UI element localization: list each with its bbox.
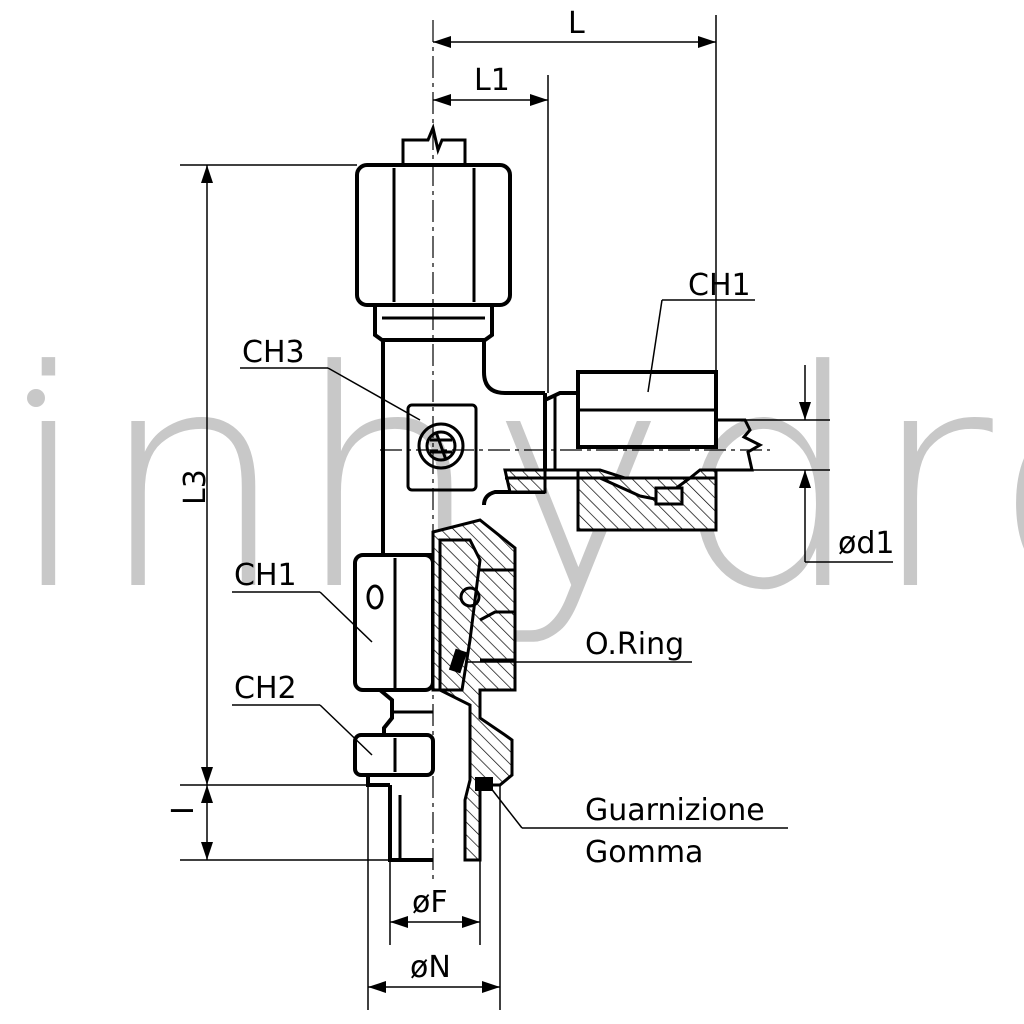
label-CH1-top: CH1	[688, 268, 751, 303]
watermark-dot	[27, 389, 45, 407]
label-N: øN	[410, 950, 451, 985]
top-neck	[373, 305, 494, 342]
label-L: L	[568, 6, 585, 41]
dim-N: øN	[367, 785, 501, 1010]
leader-CH3: CH3	[240, 335, 421, 421]
leader-gasket: Guarnizione Gomma	[489, 786, 788, 870]
label-F: øF	[412, 885, 448, 920]
dim-L3: L3	[178, 164, 368, 786]
label-L3: L3	[178, 469, 213, 505]
lower-right-section	[431, 518, 517, 862]
label-CH3: CH3	[242, 335, 305, 370]
tee-body	[381, 340, 545, 545]
label-d1: ød1	[838, 526, 894, 561]
top-nut	[355, 163, 512, 307]
leader-CH2: CH2	[232, 671, 373, 756]
leader-oring: O.Ring	[465, 627, 692, 663]
side-branch	[503, 370, 764, 532]
label-CH1-left: CH1	[234, 558, 297, 593]
dim-F: øF	[389, 860, 481, 945]
dim-L: L	[433, 6, 717, 372]
dim-L1: L1	[433, 63, 549, 393]
label-gasket-line2: Gomma	[585, 835, 703, 870]
label-gasket-line1: Guarnizione	[585, 793, 765, 828]
label-I: I	[166, 806, 201, 815]
label-L1: L1	[474, 63, 510, 98]
dim-I: I	[166, 785, 390, 861]
leader-CH1-left: CH1	[232, 558, 373, 643]
leader-CH1-top: CH1	[647, 268, 755, 393]
top-tube-stub	[401, 123, 467, 165]
dim-d1: ød1	[716, 365, 894, 563]
label-CH2: CH2	[234, 671, 297, 706]
label-oring: O.Ring	[585, 627, 684, 662]
